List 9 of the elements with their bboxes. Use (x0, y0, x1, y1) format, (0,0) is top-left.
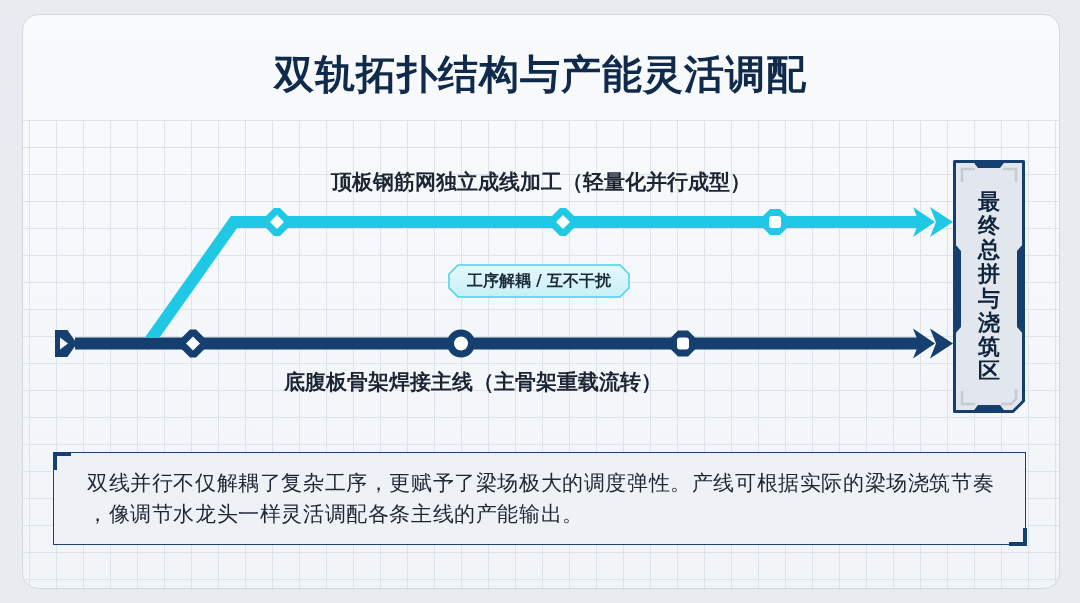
description-panel (53, 452, 1026, 545)
edge-label: 底腹板骨架焊接主线（主骨架重载流转） (284, 369, 662, 396)
decoupling-tag (448, 264, 630, 298)
track-line (75, 337, 149, 350)
description-text: 双线并行不仅解耦了复杂工序，更赋予了梁场极大的调度弹性。产线可根据实际的梁场浇筑节奏，像调节水龙头一样灵活调配各条主线的产能输出。 (87, 470, 996, 528)
edge-label: 顶板钢筋网独立成线加工（轻量化并行成型） (331, 169, 751, 196)
diagram-title: 双轨拓扑结构与产能灵活调配 (273, 50, 807, 98)
zone-title: 最终总拼与浇筑区 (978, 189, 1000, 384)
tag-text: 工序解耦 / 互不干扰 (466, 271, 612, 291)
